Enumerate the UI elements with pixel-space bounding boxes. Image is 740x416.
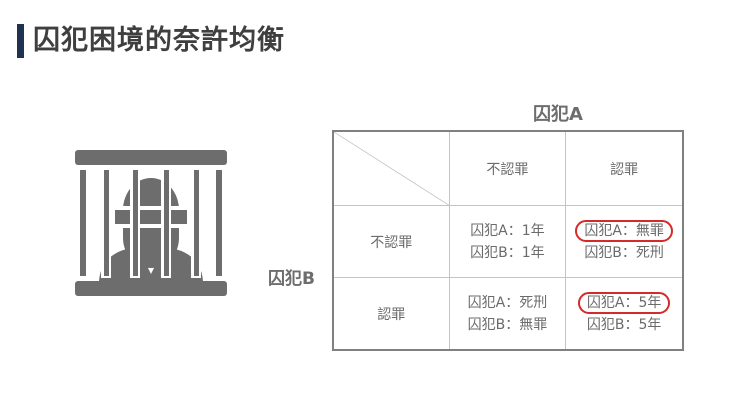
prisoner-a-label: 囚犯A	[533, 104, 583, 125]
prisoner-behind-bars-icon	[75, 150, 227, 296]
page-title: 囚犯困境的奈許均衡	[33, 25, 285, 56]
payoff-a: 囚犯A：1年	[470, 222, 545, 239]
payoff-b: 囚犯B：無罪	[467, 316, 548, 333]
corner-cell	[332, 130, 450, 206]
prisoner-b-label: 囚犯B	[268, 269, 315, 289]
payoff-cell: 囚犯A：無罪 囚犯B：死刑	[565, 205, 684, 278]
payoff-a: 囚犯A：死刑	[467, 294, 548, 311]
payoff-b: 囚犯B：1年	[470, 244, 545, 261]
payoff-cell: 囚犯A：1年 囚犯B：1年	[448, 205, 567, 278]
title-accent-bar	[17, 24, 24, 58]
payoff-matrix: 不認罪 認罪 不認罪 囚犯A：1年 囚犯B：1年 囚犯A：無罪 囚犯B：死刑 認…	[332, 130, 684, 351]
highlighted-payoff-a: 囚犯A：5年	[577, 291, 671, 314]
payoff-cell: 囚犯A：5年 囚犯B：5年	[565, 277, 684, 351]
col-header-not-confess: 不認罪	[448, 130, 567, 206]
highlighted-payoff-a: 囚犯A：無罪	[575, 219, 673, 242]
row-header-confess: 認罪	[332, 277, 450, 351]
payoff-b: 囚犯B：5年	[586, 316, 662, 333]
payoff-b: 囚犯B：死刑	[584, 244, 664, 261]
col-header-confess: 認罪	[565, 130, 684, 206]
row-header-not-confess: 不認罪	[332, 205, 450, 278]
payoff-cell: 囚犯A：死刑 囚犯B：無罪	[448, 277, 567, 351]
